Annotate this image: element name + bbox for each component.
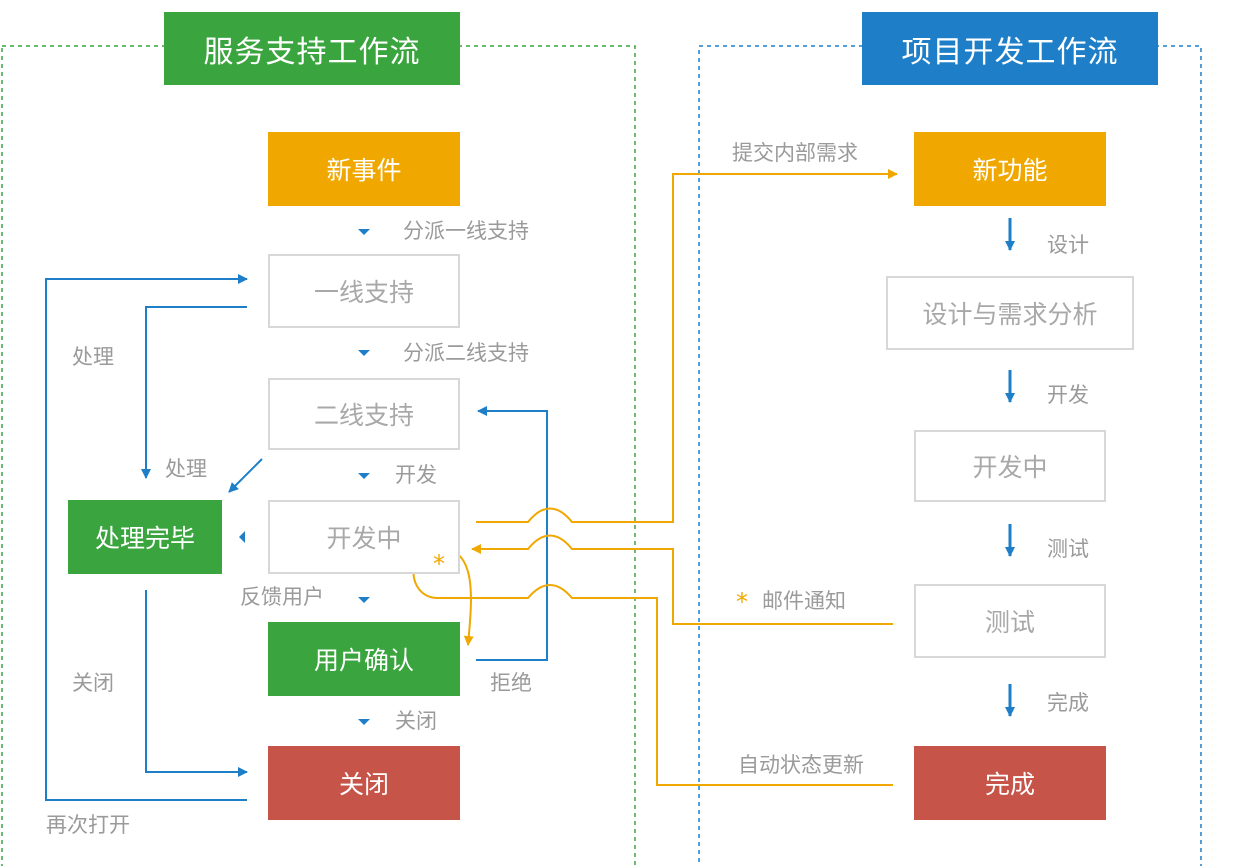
label-complete: 完成 <box>1047 691 1089 715</box>
node-second-line-support[interactable]: 二线支持 <box>268 378 460 450</box>
label-handle-left: 处理 <box>72 345 114 369</box>
node-closed[interactable]: 关闭 <box>268 746 460 820</box>
submit-request-line <box>476 169 898 523</box>
handle-diagonal-line <box>228 458 263 493</box>
auto-update-line <box>412 545 893 786</box>
label-close-left: 关闭 <box>72 671 114 695</box>
star-icon-service: * <box>433 550 445 578</box>
service-workflow-title: 服务支持工作流 <box>164 12 460 85</box>
label-close-bottom: 关闭 <box>395 709 437 733</box>
project-workflow-title: 项目开发工作流 <box>862 12 1158 85</box>
node-design-analysis[interactable]: 设计与需求分析 <box>886 276 1134 350</box>
node-project-in-development[interactable]: 开发中 <box>914 430 1106 502</box>
node-user-confirm[interactable]: 用户确认 <box>268 622 460 696</box>
label-mail-notify: 邮件通知 <box>762 589 846 613</box>
label-test: 测试 <box>1047 537 1089 561</box>
node-resolved[interactable]: 处理完毕 <box>68 500 222 574</box>
label-assign-second-line: 分派二线支持 <box>403 341 529 365</box>
node-in-development[interactable]: 开发中 <box>268 500 460 574</box>
node-first-line-support[interactable]: 一线支持 <box>268 254 460 328</box>
label-design: 设计 <box>1047 233 1089 257</box>
label-auto-status-update: 自动状态更新 <box>738 753 864 777</box>
close-line <box>145 590 248 777</box>
label-develop: 开发 <box>395 463 437 487</box>
label-reopen: 再次打开 <box>46 813 130 837</box>
label-assign-first-line: 分派一线支持 <box>403 219 529 243</box>
star-icon-project: * <box>736 588 748 616</box>
node-new-incident[interactable]: 新事件 <box>268 132 460 206</box>
node-new-feature[interactable]: 新功能 <box>914 132 1106 206</box>
label-reject: 拒绝 <box>490 671 532 695</box>
label-feedback-user: 反馈用户 <box>240 585 324 609</box>
label-project-develop: 开发 <box>1047 383 1089 407</box>
reject-line <box>476 406 548 661</box>
handle-loop-line <box>141 306 247 479</box>
node-done[interactable]: 完成 <box>914 746 1106 820</box>
node-testing[interactable]: 测试 <box>914 584 1106 658</box>
label-submit-internal-request: 提交内部需求 <box>732 141 858 165</box>
label-handle-right: 处理 <box>165 457 207 481</box>
